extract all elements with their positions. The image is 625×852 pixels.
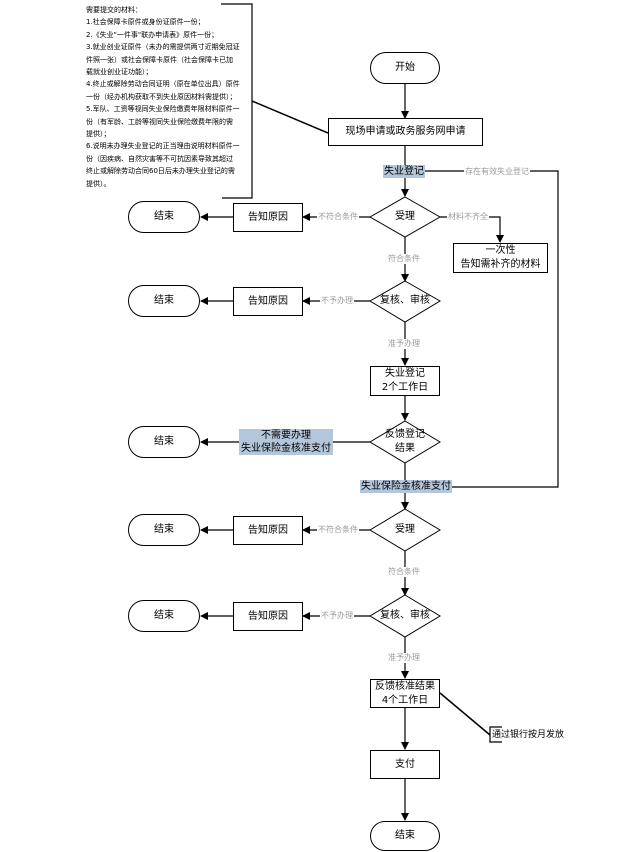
- meet-label-1: 符合条件: [387, 254, 421, 264]
- annotation-connector: [439, 692, 491, 736]
- end-label: 结束: [154, 610, 174, 621]
- note-line: 6.说明未办理失业登记的正当理由说明材料原件一: [86, 142, 240, 151]
- notify-once-node: 一次性 告知需补齐的材料: [453, 243, 548, 273]
- end-node-5: 结束: [128, 600, 200, 632]
- insurance-pay-label: 失业保险金核准支付: [360, 480, 452, 493]
- end-label: 结束: [154, 436, 174, 447]
- no-need-line2: 失业保险金核准支付: [241, 443, 331, 454]
- pay-node: 支付: [370, 750, 440, 779]
- register-line1: 失业登记: [385, 368, 425, 379]
- approve-handle-label-1: 准予办理: [387, 339, 421, 349]
- not-handle-label-1: 不予办理: [320, 296, 354, 306]
- notify-reason-node-3: 告知原因: [233, 516, 303, 545]
- apply-label: 现场申请或政务服务网申请: [345, 126, 466, 137]
- feedback-register-label: 反馈登记 结果: [372, 428, 438, 456]
- end-node-1: 结束: [128, 201, 200, 233]
- end-node-3: 结束: [128, 426, 200, 458]
- feedback-register-line2: 结果: [395, 443, 415, 454]
- unemployment-register-label: 失业登记: [383, 165, 425, 178]
- note-line: 1.社会保障卡原件或身份证原件一份；: [86, 18, 205, 27]
- pay-label: 支付: [395, 758, 415, 770]
- note-line: 份（因疾病、自然灾害等不可抗因素导致其超过: [86, 154, 233, 163]
- no-need-line1: 不需要办理: [261, 430, 311, 441]
- not-meet-label-1: 不符合条件: [317, 212, 359, 222]
- note-line: 载就业创业证功能）；: [86, 68, 153, 77]
- note-connector: [251, 100, 329, 134]
- notify-reason-node-4: 告知原因: [233, 602, 303, 631]
- notify-reason-node-1: 告知原因: [233, 203, 303, 232]
- notify-reason-label: 告知原因: [248, 610, 288, 622]
- feedback-approve-line2: 4个工作日: [381, 694, 429, 706]
- required-materials-note: 需要提交的材料： 1.社会保障卡原件或身份证原件一份； 2.《失业"一件事"联办申请…: [86, 4, 250, 190]
- diamond-feedback-register: [369, 420, 441, 464]
- note-line: 提供）。: [86, 179, 111, 188]
- materials-incomplete-label: 材料不齐全: [447, 212, 489, 222]
- bank-monthly-annotation: 通过银行按月发放: [492, 730, 565, 740]
- diamond-accept2: [369, 508, 441, 552]
- notify-once-line1: 一次性: [485, 245, 516, 256]
- note-line: 件照一张）或社会保障卡原件（社会保障卡已加: [86, 55, 233, 64]
- start-node: 开始: [370, 52, 440, 84]
- end-node-4: 结束: [128, 514, 200, 546]
- feedback-register-line1: 反馈登记: [385, 429, 425, 440]
- feedback-approve-node: 反馈核准结果 4个工作日: [370, 679, 440, 708]
- accept2-label: 受理: [395, 524, 415, 535]
- register-node: 失业登记 2个工作日: [370, 366, 440, 396]
- end-node-final: 结束: [370, 821, 440, 851]
- notify-once-line2: 告知需补齐的材料: [460, 259, 541, 270]
- notify-reason-label: 告知原因: [248, 524, 288, 536]
- note-line: 5.军队、工资等视同失业保险缴费年限材料原件一: [86, 105, 240, 114]
- end-label: 结束: [154, 524, 174, 535]
- notify-reason-label: 告知原因: [248, 211, 288, 223]
- annotation-bracket: [489, 726, 502, 743]
- note-line: 终止或解除劳动合同60日后未办理失业登记的需: [86, 167, 235, 176]
- note-line: 4.终止或解除劳动合同证明（原在单位出具）原件: [86, 80, 240, 89]
- not-meet-label-2: 不符合条件: [317, 525, 359, 535]
- accept1-label: 受理: [395, 211, 415, 222]
- approve-handle-label-2: 准予办理: [387, 653, 421, 663]
- note-line: 份（有军龄、工龄等视同失业保险缴费年限的需: [86, 117, 233, 126]
- end-label: 结束: [154, 211, 174, 222]
- note-line: 3.就业创业证原件（未办的需提供两寸近期免冠证: [86, 43, 240, 52]
- diamond-accept1: [368, 196, 442, 238]
- edge-valid-register-loop: [424, 170, 559, 491]
- note-line: 需要提交的材料：: [86, 6, 142, 14]
- review2-label: 复核、审核: [380, 610, 430, 621]
- end-final-label: 结束: [395, 830, 415, 841]
- note-line: 提供）；: [86, 130, 111, 139]
- has-valid-register-label: 存在有效失业登记: [464, 167, 530, 177]
- feedback-approve-line1: 反馈核准结果: [375, 680, 435, 692]
- notify-reason-node-2: 告知原因: [233, 287, 303, 316]
- notify-reason-label: 告知原因: [248, 295, 288, 307]
- register-line2: 2个工作日: [381, 382, 429, 393]
- meet-label-2: 符合条件: [387, 567, 421, 577]
- note-line: 一份（经办机构获取不到失业原因材料需提供）；: [86, 92, 237, 101]
- review1-label: 复核、审核: [380, 295, 430, 306]
- start-label: 开始: [395, 62, 415, 73]
- diamond-review1: [369, 280, 441, 323]
- not-handle-label-2: 不予办理: [320, 611, 354, 621]
- apply-node: 现场申请或政务服务网申请: [328, 118, 483, 146]
- no-need-label: 不需要办理 失业保险金核准支付: [239, 429, 333, 455]
- note-line: 2.《失业"一件事"联办申请表》原件一份；: [86, 30, 219, 39]
- end-label: 结束: [154, 295, 174, 306]
- diamond-review2: [369, 594, 441, 638]
- end-node-2: 结束: [128, 285, 200, 317]
